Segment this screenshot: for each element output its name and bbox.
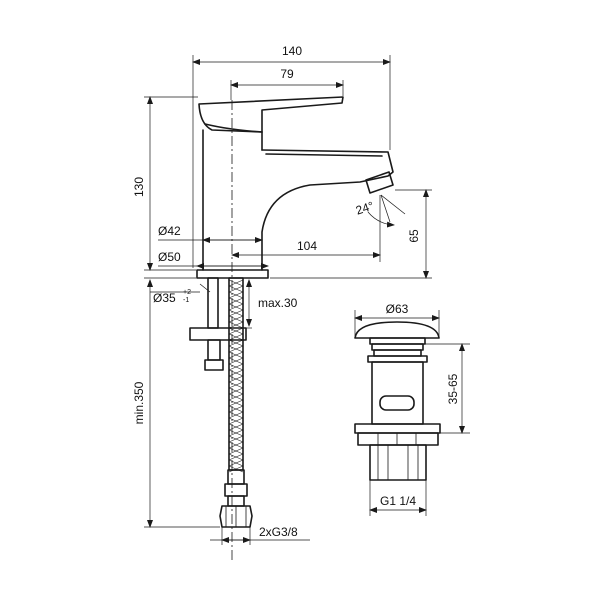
dimension-labels: 140 79 130 24° Ø42 104 65 Ø50 Ø35 +2 -1 … xyxy=(132,44,460,539)
faucet-body xyxy=(196,96,394,279)
label-waste-height: 35-65 xyxy=(446,373,460,404)
label-hole-diameter: Ø35 xyxy=(153,291,176,305)
label-spout-reach: 104 xyxy=(297,239,317,253)
label-base-diameter: Ø50 xyxy=(158,250,181,264)
label-hole-tol-plus: +2 xyxy=(183,289,191,296)
label-hose-length: min.350 xyxy=(132,381,146,424)
braided-hose xyxy=(219,277,253,528)
label-spout-height: 65 xyxy=(407,229,421,243)
label-width-total: 140 xyxy=(282,44,302,58)
label-waste-diameter: Ø63 xyxy=(386,302,409,316)
label-waste-thread: G1 1/4 xyxy=(380,494,416,508)
waste-valve xyxy=(354,321,441,481)
label-spout-angle: 24° xyxy=(354,199,376,218)
label-hole-tol-minus: -1 xyxy=(183,297,189,304)
label-height: 130 xyxy=(132,177,146,197)
label-max-thickness: max.30 xyxy=(258,296,298,310)
label-body-diameter: Ø42 xyxy=(158,224,181,238)
label-lever-width: 79 xyxy=(280,67,294,81)
dimension-lines xyxy=(144,55,470,560)
label-connection: 2xG3/8 xyxy=(259,525,298,539)
mounting-assembly xyxy=(189,277,247,371)
